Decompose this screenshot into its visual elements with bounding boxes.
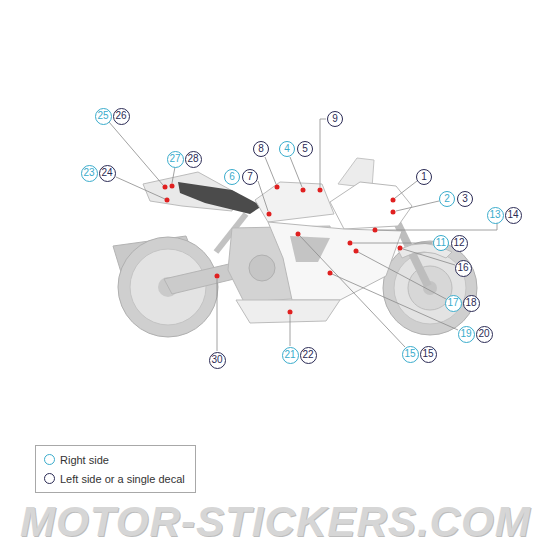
callout-number: 20	[478, 329, 489, 339]
callout-number: 25	[97, 111, 108, 121]
callout-number: 28	[187, 154, 198, 164]
callout-number: 26	[115, 111, 126, 121]
callout-circle: 15	[402, 346, 419, 363]
callout-number: 24	[101, 168, 112, 178]
legend-box: Right sideLeft side or a single decal	[35, 445, 196, 493]
callout-number: 5	[302, 144, 308, 154]
callout-number: 15	[422, 349, 433, 359]
callout-circle: 6	[224, 169, 240, 185]
legend-text: Left side or a single decal	[60, 473, 185, 485]
callout-number: 15	[404, 349, 415, 359]
callout-circle: 26	[113, 108, 130, 125]
callout-circle: 25	[95, 108, 112, 125]
callout-circle: 17	[445, 295, 462, 312]
callout-number: 9	[332, 114, 338, 124]
callout-circle: 1	[416, 169, 432, 185]
callout-circle: 23	[81, 165, 98, 182]
callout-circle: 30	[209, 352, 226, 369]
callout-circle: 22	[300, 347, 317, 364]
callout-circle: 21	[282, 347, 299, 364]
callout-circle: 9	[327, 111, 343, 127]
legend-text: Right side	[60, 454, 109, 466]
callout-number: 30	[211, 355, 222, 365]
callout-number: 7	[247, 172, 253, 182]
callout-number: 16	[457, 263, 468, 273]
callout-circle: 16	[455, 260, 472, 277]
callout-number: 3	[462, 194, 468, 204]
callout-number: 27	[169, 154, 180, 164]
callout-circle: 2	[439, 191, 455, 207]
legend-swatch	[44, 473, 55, 484]
callout-number: 2	[444, 194, 450, 204]
callout-circle: 19	[458, 326, 475, 343]
callout-number: 1	[421, 172, 427, 182]
callout-circle: 15	[420, 346, 437, 363]
callout-circle: 12	[451, 235, 468, 252]
legend-swatch	[44, 454, 55, 465]
callout-number: 22	[302, 350, 313, 360]
callout-number: 18	[465, 298, 476, 308]
callout-circle: 27	[167, 151, 184, 168]
callout-number: 12	[453, 238, 464, 248]
watermark: MOTOR-STICKERS.COM	[20, 498, 531, 546]
callout-number: 6	[229, 172, 235, 182]
legend-row: Right side	[44, 450, 185, 469]
callout-circle: 5	[297, 141, 313, 157]
legend-row: Left side or a single decal	[44, 469, 185, 488]
callout-circle: 8	[253, 141, 269, 157]
callout-number: 17	[447, 298, 458, 308]
callout-number: 13	[489, 210, 500, 220]
callout-circle: 24	[99, 165, 116, 182]
callout-circle: 4	[279, 141, 295, 157]
callout-circle: 7	[242, 169, 258, 185]
callout-circle: 28	[185, 151, 202, 168]
callout-number: 14	[507, 210, 518, 220]
callout-number: 11	[436, 238, 446, 248]
callout-number: 21	[284, 350, 295, 360]
callout-circle: 11	[433, 235, 449, 251]
callout-circle: 13	[487, 207, 504, 224]
callout-circle: 14	[505, 207, 522, 224]
callout-number: 19	[460, 329, 471, 339]
callout-circle: 20	[476, 326, 493, 343]
callout-number: 23	[83, 168, 94, 178]
callout-circle: 3	[457, 191, 473, 207]
callout-number: 4	[284, 144, 290, 154]
callout-number: 8	[258, 144, 264, 154]
callout-circle: 18	[463, 295, 480, 312]
